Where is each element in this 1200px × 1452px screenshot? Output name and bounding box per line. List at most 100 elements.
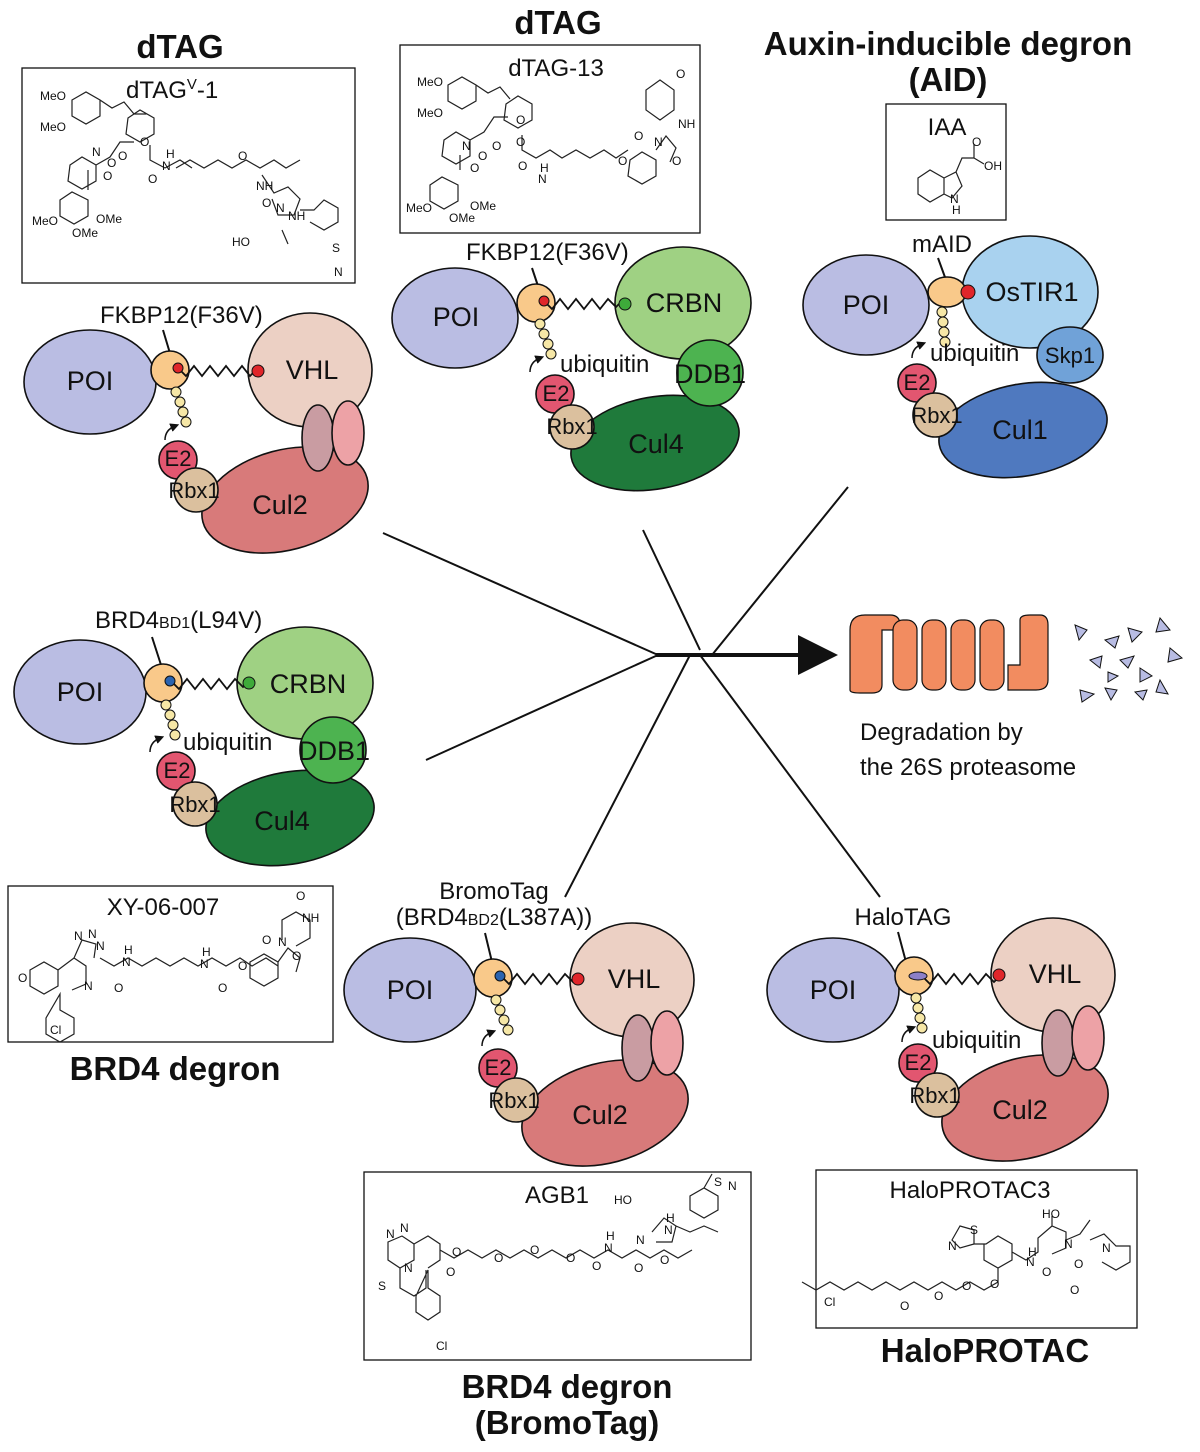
atom-label: O [18,971,27,985]
atom-label: N [88,927,97,941]
atom-label: O [972,135,981,149]
atom-label: O [262,933,271,947]
tag-label: BRD4BD1(L94V) [95,607,262,634]
proteasome [849,614,1049,694]
atom-label: O [292,949,301,963]
atom-label: N [74,929,83,943]
fkbp12-tag [516,283,556,323]
cul2-protein [201,446,369,554]
rbx1-label: Rbx1 [488,1088,539,1113]
atom-label: N [404,1261,413,1275]
ostir1-label: OsTIR1 [985,277,1078,307]
atom-label: O [516,113,525,127]
panel-title: Auxin-inducible degron [764,25,1133,62]
atom-label: O [103,169,112,183]
poi-label: POI [387,975,434,1005]
atom-label: N [728,1179,737,1193]
cul2-protein [941,1054,1109,1162]
panel-subtitle: (AID) [909,61,988,98]
panel-title: HaloPROTAC [881,1332,1089,1369]
cul4-label: Cul4 [254,806,310,836]
atom-label: N [950,192,959,206]
result-label-line2: the 26S proteasome [860,754,1076,781]
atom-label: O [900,1299,909,1313]
atom-label: N [162,159,171,173]
chemical-structure-agb1: N N N S O O O O O O H N O N HO O H N S N… [378,1173,737,1353]
atom-label: NH [678,117,695,131]
chemical-structure-iaa: O OH N H [917,135,1002,217]
poi-protein [802,254,930,356]
atom-label: OMe [470,199,496,213]
poi-label: POI [433,302,480,332]
atom-label: N [386,1227,395,1241]
rbx1-protein [549,404,595,450]
tag-label: HaloTAG [855,904,952,931]
e2-protein [156,751,196,791]
atom-label: O [238,149,247,163]
elongin-b [301,404,335,472]
elongin-b [621,1014,655,1082]
poi-label: POI [57,677,104,707]
chemical-structure-dtagv1: MeO MeO N O O O O O H N O NH O N NH MeO … [32,89,343,279]
atom-label: O [516,135,525,149]
result-label-line1: Degradation by [860,719,1023,746]
structure-box [885,103,1007,221]
atom-label: N [200,957,209,971]
atom-label: N [278,935,287,949]
atom-label: MeO [417,106,443,120]
brd4-bd1-tag [143,663,183,703]
tag-label: BromoTag [439,878,548,905]
panel-dtag13: dTAG dTAG-13 MeO MeO N O O O O O H N O O… [391,4,752,492]
ligand-dot [992,968,1006,982]
ubiquitin-label: ubiquitin [932,1027,1021,1054]
panel-title: BRD4 degron [70,1050,281,1087]
degrader-linker [543,297,623,311]
degrader-linker [921,972,1001,986]
cul2-label: Cul2 [252,490,308,520]
ddb1-protein [676,339,744,407]
rbx1-label: Rbx1 [168,478,219,503]
rbx1-protein [172,781,218,827]
tag-label-detail: (BRD4BD2(L387A)) [396,904,593,931]
degrader-linker [177,364,259,378]
e2-label: E2 [165,446,192,471]
poi-label: POI [67,366,114,396]
cul1-label: Cul1 [992,415,1048,445]
poi-label: POI [843,290,890,320]
convergence-lines [382,486,881,898]
atom-label: MeO [32,214,58,228]
transfer-arrow-icon [164,423,180,441]
tag-label: FKBP12(F36V) [100,302,263,329]
atom-label: HO [232,235,250,249]
panel-subtitle: (BromoTag) [475,1404,660,1441]
atom-label: O [592,1259,601,1273]
compound-name: HaloPROTAC3 [890,1177,1051,1204]
ubiquitin-chain [534,318,557,360]
structure-box [399,44,701,234]
degrader-linker [170,677,250,691]
atom-label: MeO [417,75,443,89]
rbx1-protein [493,1077,539,1123]
ligand-dot [251,364,265,378]
e2-label: E2 [904,370,931,395]
elongin-b [1041,1009,1075,1077]
brd4-bd2-tag [473,958,513,998]
atom-label: H [666,1211,675,1225]
atom-label: N [948,1239,957,1253]
poi-protein [391,267,519,369]
atom-label: O [218,981,227,995]
atom-label: O [934,1289,943,1303]
atom-label: O [634,129,643,143]
rbx1-label: Rbx1 [911,403,962,428]
atom-label: O [518,159,527,173]
ubiquitin-chain [936,306,951,348]
atom-label: H [540,161,549,175]
atom-label: O [566,1251,575,1265]
atom-label: O [494,1251,503,1265]
auxin-dot [960,284,976,300]
transfer-arrow-icon [901,1025,917,1043]
atom-label: O [478,149,487,163]
atom-label: O [530,1243,539,1257]
elongin-c [1071,1005,1105,1071]
